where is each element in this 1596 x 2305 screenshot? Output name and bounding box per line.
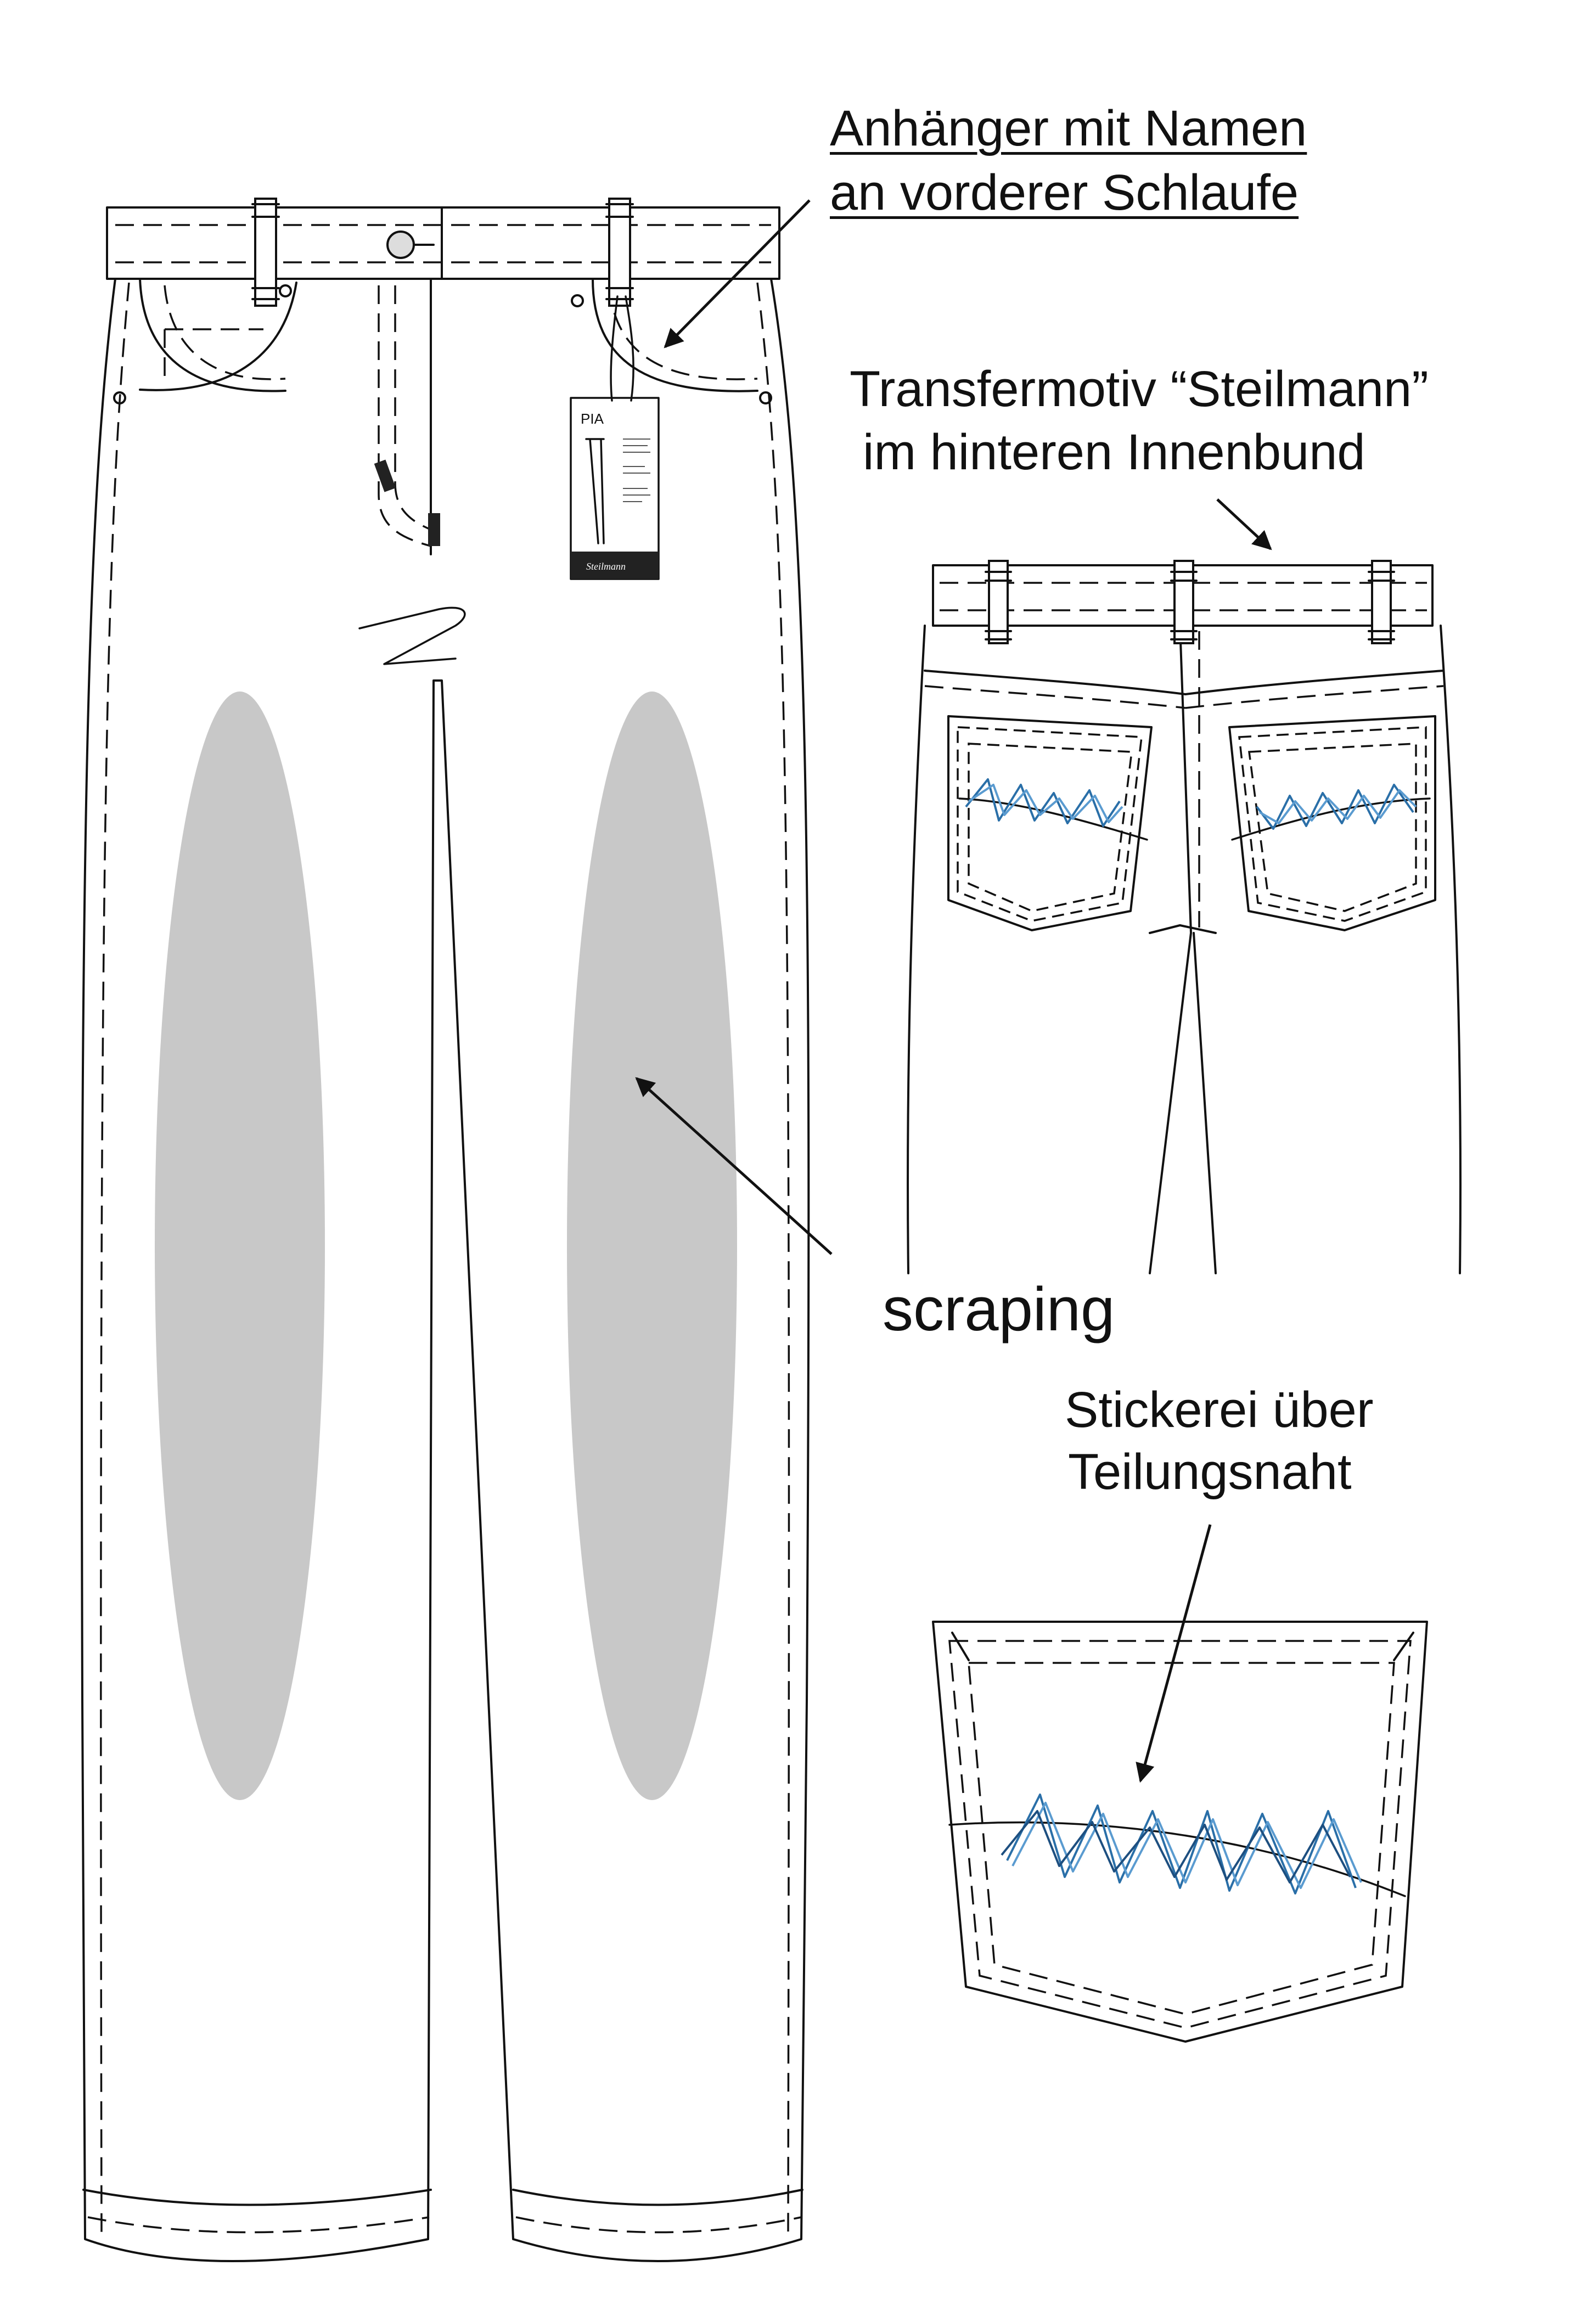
front-waistband	[106, 206, 780, 280]
transfer-note-line2: im hinteren Innenbund	[863, 424, 1365, 480]
pocket-detail	[932, 1621, 1428, 2043]
back-belt-loop-center	[1173, 560, 1194, 644]
embroidery-note-line2: Teilungsnaht	[1068, 1444, 1352, 1500]
back-outline	[907, 625, 926, 1274]
transfer-note-line1: Transfermotiv “Steilmann”	[850, 361, 1429, 417]
embroidery-zigzag	[1006, 1794, 1357, 1894]
arrow-tag	[664, 199, 811, 348]
hang-tag-brand: Steilmann	[586, 561, 626, 572]
arrow-scraping	[635, 1077, 833, 1255]
front-belt-loop-right	[608, 198, 631, 307]
scraping-label: scraping	[883, 1275, 1115, 1343]
front-view	[81, 198, 810, 2262]
back-pocket-right	[1228, 715, 1436, 931]
length-break-mark	[358, 606, 466, 665]
front-belt-loop-left	[254, 198, 277, 307]
tag-note-line1: Anhänger mit Namen	[830, 100, 1307, 156]
back-belt-loop-left	[988, 560, 1009, 644]
back-view	[907, 560, 1462, 1274]
hang-tag: PIA Steilmann	[570, 295, 660, 580]
arrow-transfer	[1216, 498, 1272, 550]
front-outline	[81, 278, 810, 2262]
back-belt-loop-right	[1371, 560, 1392, 644]
arrow-embroidery	[1136, 1524, 1212, 1783]
hang-tag-name: PIA	[581, 411, 604, 427]
waistband-button	[386, 231, 415, 259]
embroidery-note-line1: Stickerei über	[1065, 1382, 1374, 1438]
scraping-area-left	[155, 692, 325, 1800]
back-pocket-left	[947, 715, 1153, 931]
scraping-area-right	[567, 692, 737, 1800]
tag-note-line2: an vorderer Schlaufe	[830, 165, 1299, 221]
